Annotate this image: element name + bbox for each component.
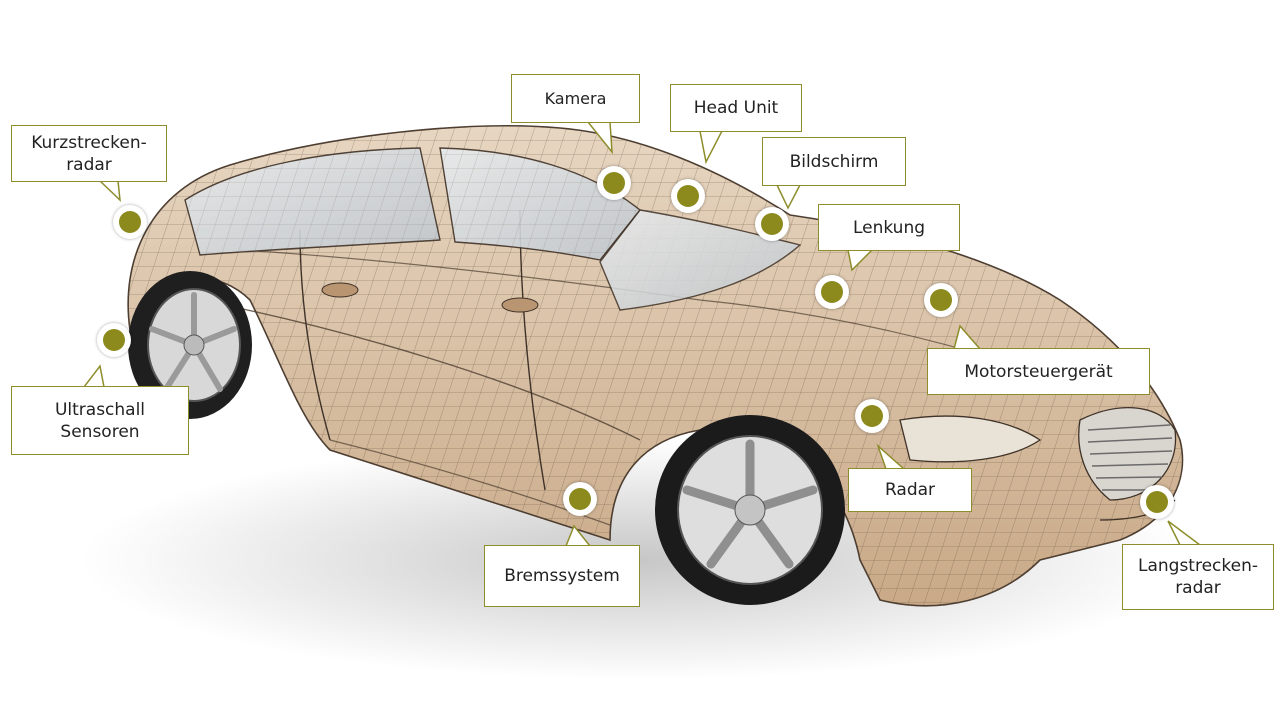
- label-kurzstreckenradar: Kurzstrecken- radar: [11, 125, 167, 182]
- label-head-unit: Head Unit: [670, 84, 802, 132]
- callout-tails: [82, 121, 1203, 547]
- head-unit-marker[interactable]: [671, 179, 705, 213]
- kurzstreckenradar-marker[interactable]: [113, 205, 147, 239]
- label-bremssystem: Bremssystem: [484, 545, 640, 607]
- kamera-marker[interactable]: [597, 166, 631, 200]
- ultraschall-marker[interactable]: [97, 323, 131, 357]
- bildschirm-marker[interactable]: [755, 207, 789, 241]
- motorsteuergeraet-marker[interactable]: [924, 283, 958, 317]
- radar-marker[interactable]: [855, 399, 889, 433]
- label-langstreckenradar: Langstrecken- radar: [1122, 544, 1274, 610]
- car-windows: [184, 147, 802, 311]
- lenkung-marker[interactable]: [815, 275, 849, 309]
- label-lenkung: Lenkung: [818, 204, 960, 251]
- label-radar: Radar: [848, 468, 972, 512]
- rear-wheel: [128, 271, 252, 419]
- label-kamera: Kamera: [511, 74, 640, 123]
- langstreckenradar-marker[interactable]: [1140, 485, 1174, 519]
- label-motorsteuergeraet: Motorsteuergerät: [927, 348, 1150, 395]
- label-bildschirm: Bildschirm: [762, 137, 906, 186]
- front-wheel: [655, 415, 845, 605]
- bremssystem-marker[interactable]: [563, 482, 597, 516]
- label-ultraschall-sensoren: Ultraschall Sensoren: [11, 386, 189, 455]
